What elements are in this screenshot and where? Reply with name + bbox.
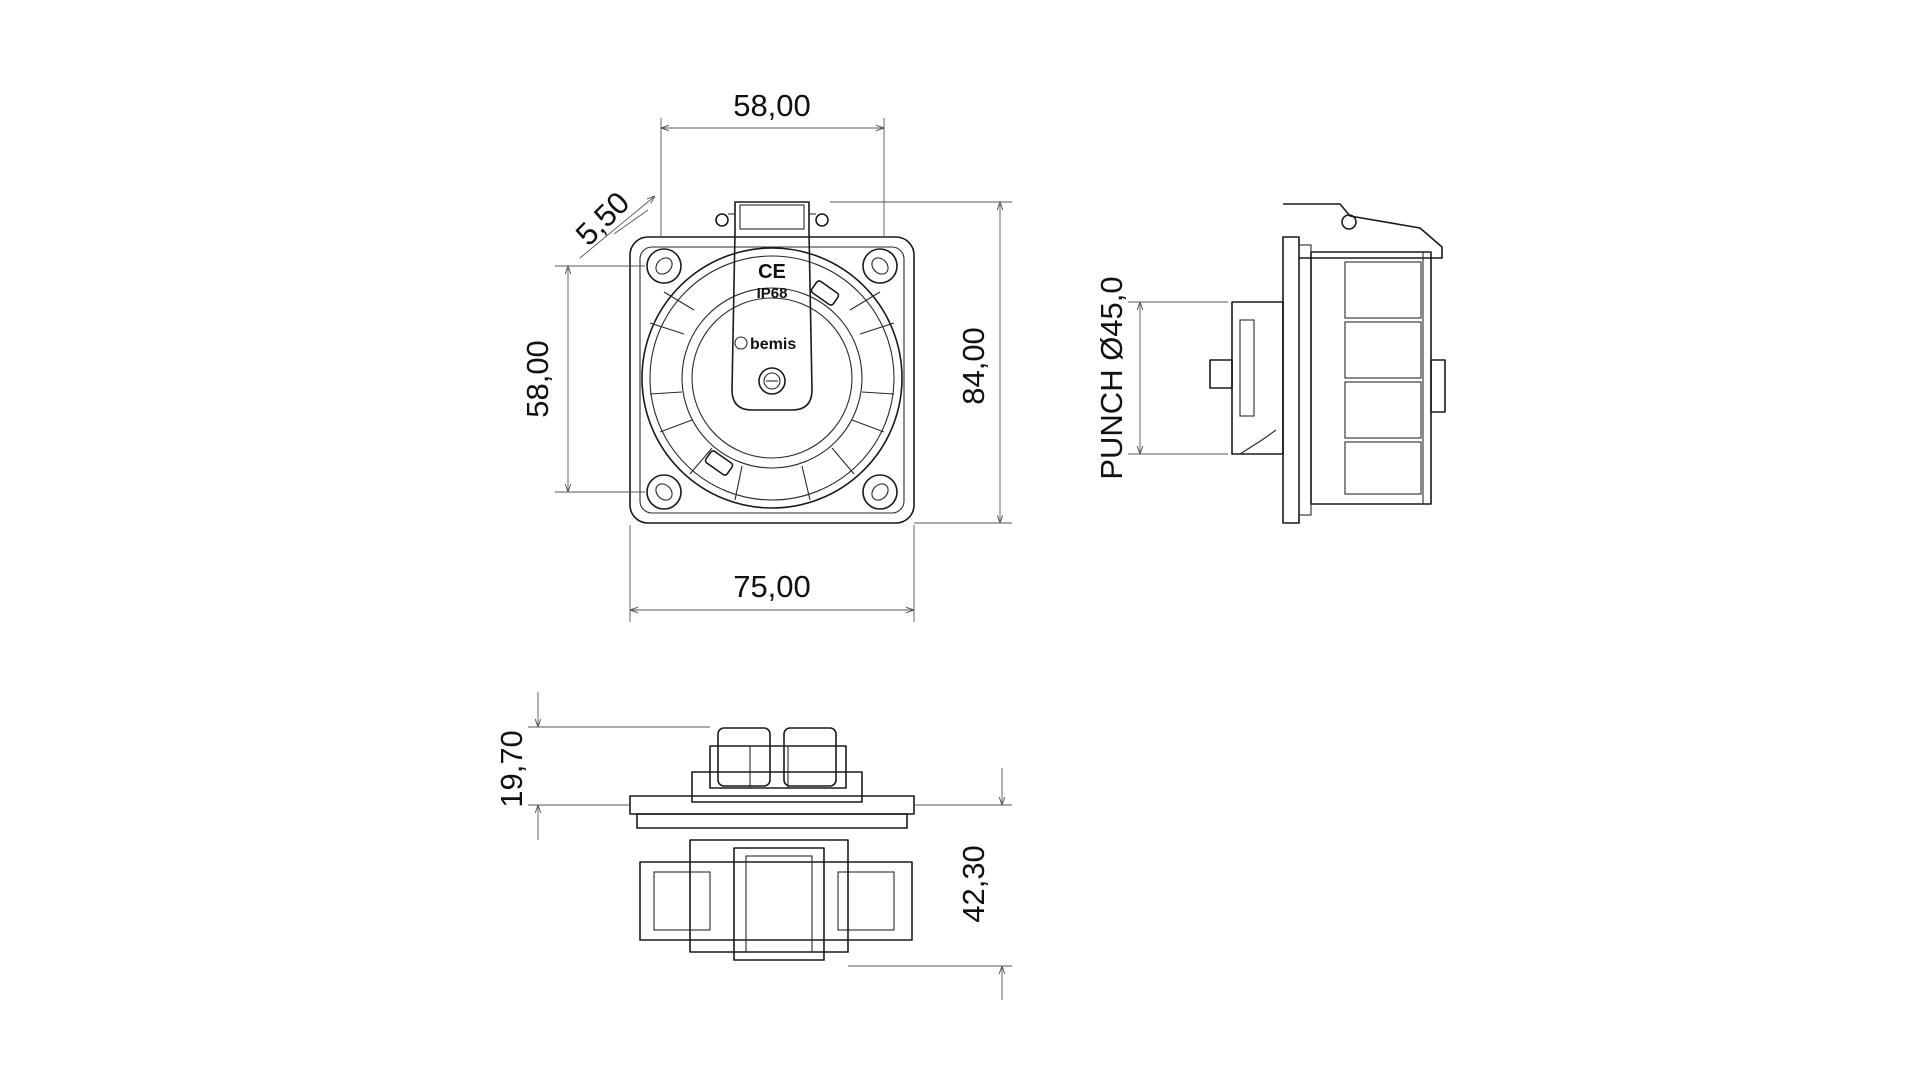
bottom-housing <box>639 861 913 941</box>
front-flange-outline <box>629 236 915 524</box>
dim-overall-height: 84,00 <box>956 327 991 405</box>
brand-text: bemis <box>750 336 796 353</box>
ip-rating: IP68 <box>757 285 788 302</box>
mounting-holes <box>646 248 898 510</box>
dim-hole-spacing: 58,00 <box>520 340 555 418</box>
body-ribs <box>649 291 895 501</box>
dim-corner-offset: 5,50 <box>569 185 636 252</box>
front-view: CE IP68 bemis 58,00 5,50 58,00 84,00 75,… <box>520 88 1012 622</box>
lid-screw <box>758 367 786 395</box>
side-flange <box>1282 236 1300 524</box>
dim-punch: PUNCH Ø45,0 <box>1094 276 1129 479</box>
dim-rear-depth: 42,30 <box>956 845 991 923</box>
bottom-flange <box>629 795 915 815</box>
ce-mark: CE <box>758 261 786 283</box>
brand-logo-icon <box>734 336 748 350</box>
socket-body-outer <box>641 247 903 509</box>
dim-overall-width: 75,00 <box>733 569 811 604</box>
dim-front-protrusion: 19,70 <box>494 730 529 808</box>
side-view: PUNCH Ø45,0 <box>1094 203 1446 524</box>
bottom-view: 19,70 42,30 <box>494 692 1012 1000</box>
dim-top-width: 58,00 <box>733 88 811 123</box>
hinged-lid <box>731 201 813 411</box>
